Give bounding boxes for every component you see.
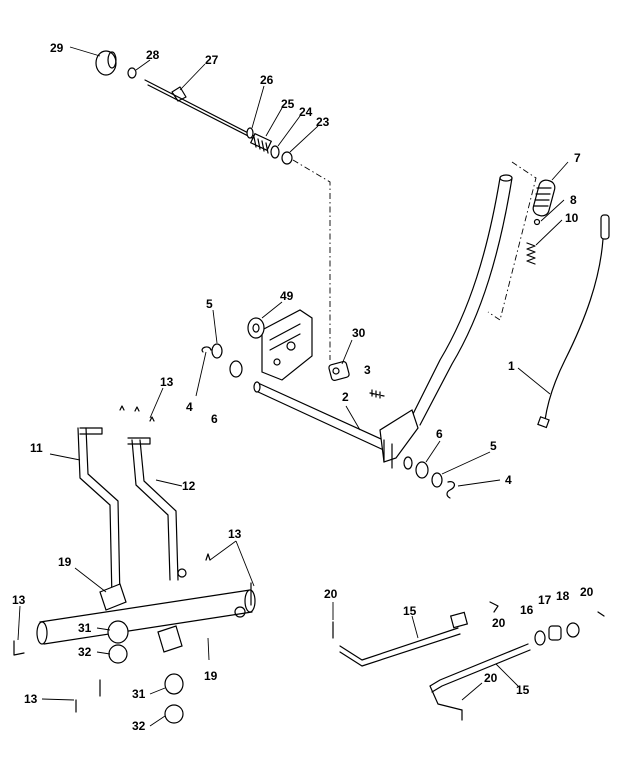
callout-31-left: 31 xyxy=(78,621,92,635)
callout-20-left: 20 xyxy=(324,587,338,601)
part-4-clip-right xyxy=(446,481,456,499)
part-18-nut xyxy=(566,622,580,638)
callout-19-left: 19 xyxy=(58,555,72,569)
part-19-bracket-left xyxy=(99,583,127,611)
callout-11: 11 xyxy=(30,441,43,455)
part-8-pin xyxy=(533,218,541,226)
part-31-bearing-left xyxy=(107,620,129,644)
callout-labels: 29 28 27 26 25 24 23 7 8 10 49 5 30 3 1 … xyxy=(12,41,594,733)
part-4-clip-left xyxy=(201,346,212,353)
callout-20-bottom: 20 xyxy=(484,671,498,685)
part-20-clips xyxy=(461,601,605,721)
assembly-centerline xyxy=(292,159,331,360)
part-6-bushing-right xyxy=(403,456,429,479)
callout-31-right: 31 xyxy=(132,687,146,701)
callout-4-left: 4 xyxy=(186,400,193,414)
part-13-clips-top xyxy=(119,405,155,422)
callout-27: 27 xyxy=(205,53,219,67)
callout-6-right: 6 xyxy=(436,427,443,441)
callout-5-left: 5 xyxy=(206,297,213,311)
callout-13-top: 13 xyxy=(160,375,174,389)
callout-8: 8 xyxy=(570,193,577,207)
adjustment-rod-assembly xyxy=(95,50,331,360)
callout-24: 24 xyxy=(299,105,313,119)
part-32-bearing-left xyxy=(108,644,128,664)
callout-18: 18 xyxy=(556,589,570,603)
callout-26: 26 xyxy=(260,73,274,87)
part-30-pivot xyxy=(328,361,350,381)
callout-32-right: 32 xyxy=(132,719,146,733)
callout-13-left: 13 xyxy=(12,593,26,607)
callout-1: 1 xyxy=(508,359,515,373)
part-2-cross-shaft xyxy=(253,381,419,469)
part-15-rod-upper xyxy=(332,611,469,667)
part-11-lift-link xyxy=(77,427,121,601)
part-28-nut xyxy=(127,67,137,79)
part-7-grip xyxy=(532,179,556,217)
callout-29: 29 xyxy=(50,41,64,55)
part-26-washer xyxy=(246,127,254,139)
callout-16: 16 xyxy=(520,603,534,617)
callout-7: 7 xyxy=(574,151,581,165)
part-24-washer xyxy=(270,145,280,159)
callout-23: 23 xyxy=(316,115,330,129)
part-10-spring xyxy=(526,242,536,265)
part-31-bearing-right xyxy=(164,673,184,695)
callout-3: 3 xyxy=(364,363,371,377)
part-16-nut xyxy=(534,630,546,646)
lower-axle-shaft xyxy=(36,568,256,645)
callout-4-right: 4 xyxy=(505,473,512,487)
callout-20-right: 20 xyxy=(580,585,594,599)
part-23-nut xyxy=(281,151,293,165)
callout-5-right: 5 xyxy=(490,439,497,453)
callout-25: 25 xyxy=(281,97,295,111)
part-15-rod-lower xyxy=(429,643,531,711)
part-6-bushing-left xyxy=(229,360,243,378)
callout-17: 17 xyxy=(538,593,552,607)
callout-2: 2 xyxy=(342,390,349,404)
part-49-bushing xyxy=(247,317,265,339)
part-13-clips-lower xyxy=(13,553,252,713)
callout-15-upper: 15 xyxy=(403,604,417,618)
part-3-screw xyxy=(369,389,385,399)
part-19-bracket-right xyxy=(157,625,183,653)
part-17-ferrule xyxy=(548,625,562,641)
part-5-washer-right xyxy=(431,472,443,488)
callout-20-mid: 20 xyxy=(492,616,506,630)
callout-15-lower: 15 xyxy=(516,683,530,697)
callout-30: 30 xyxy=(352,326,366,340)
callout-28: 28 xyxy=(146,48,160,62)
part-27-rod xyxy=(144,79,259,142)
lift-handle-assembly xyxy=(409,161,556,426)
callout-12: 12 xyxy=(182,479,196,493)
callout-13-bottom: 13 xyxy=(24,692,38,706)
part-29-knob xyxy=(95,50,117,76)
callout-10: 10 xyxy=(565,211,579,225)
callout-32-left: 32 xyxy=(78,645,92,659)
mounting-bracket xyxy=(247,309,313,381)
callout-49: 49 xyxy=(280,289,294,303)
callout-13-mid: 13 xyxy=(228,527,242,541)
part-5-washer-left xyxy=(211,343,223,359)
part-12-lift-link xyxy=(127,437,179,581)
part-25-spring xyxy=(249,132,273,154)
callout-leader-lines xyxy=(17,46,569,727)
callout-6-left: 6 xyxy=(211,412,218,426)
handle-guide-outline xyxy=(487,161,537,321)
part-1-rod xyxy=(537,214,610,429)
callout-19-right: 19 xyxy=(204,669,218,683)
part-32-bearing-right xyxy=(164,704,184,724)
